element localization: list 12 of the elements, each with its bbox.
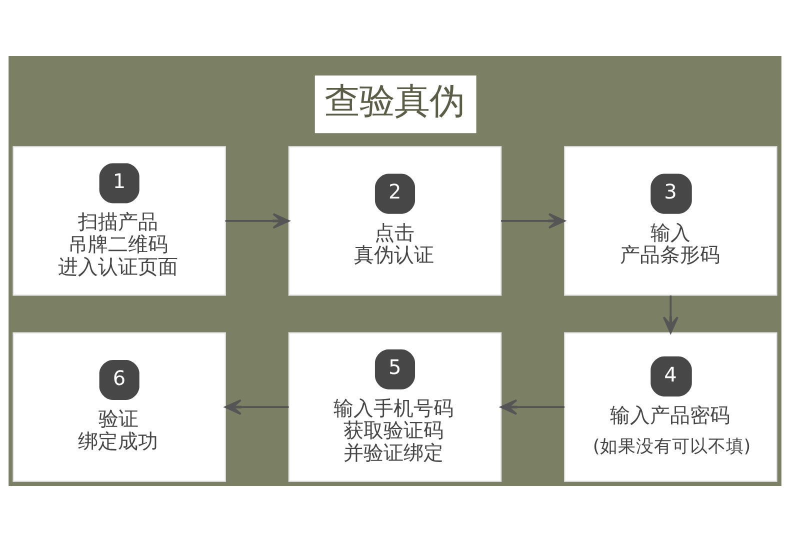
diagram-title: 查验真伪 <box>324 80 464 122</box>
node-box: 1 扫描产品吊牌二维码进入认证页面 <box>12 146 226 296</box>
arrow <box>500 398 564 414</box>
arrow <box>501 212 566 228</box>
node-box: 4 输入产品密码 (如果没有可以不填) <box>564 332 778 482</box>
arrow <box>225 212 290 228</box>
node-box: 5 输入手机号码获取验证码并验证绑定 <box>288 332 502 482</box>
node-box: 6 验证绑定成功 <box>12 332 226 482</box>
node-box: 3 输入产品条形码 <box>564 146 778 296</box>
arrow <box>224 398 289 414</box>
node-box: 2 点击真伪认证 <box>288 146 502 296</box>
arrow <box>662 294 678 333</box>
